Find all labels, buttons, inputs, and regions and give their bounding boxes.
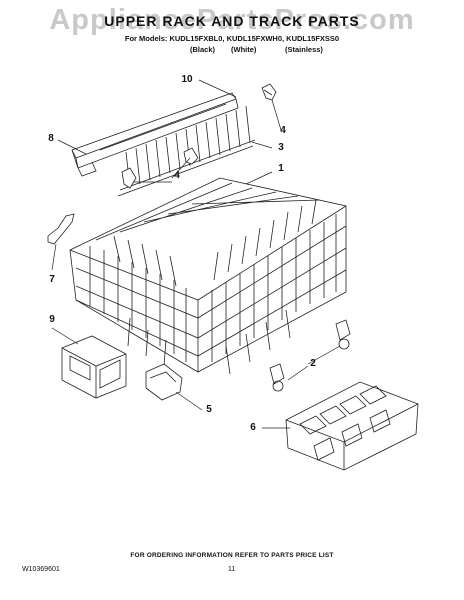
tine-clip-mid bbox=[183, 147, 199, 165]
adjuster-clip bbox=[145, 363, 183, 401]
document-number: W10369601 bbox=[22, 566, 60, 573]
upper-track-rail bbox=[71, 92, 239, 177]
page-number: 11 bbox=[228, 566, 236, 573]
dishrack-basket bbox=[69, 177, 347, 375]
tine-clip-left bbox=[121, 167, 137, 189]
tine-clip-upper bbox=[261, 83, 277, 101]
callout-2: 2 bbox=[310, 358, 316, 369]
callout-8: 8 bbox=[48, 133, 54, 144]
models-line: For Models: KUDL15FXBL0, KUDL15FXWH0, KU… bbox=[124, 34, 340, 43]
callout-5: 5 bbox=[206, 404, 212, 415]
callout-4-upper: 4 bbox=[280, 125, 286, 136]
callout-4-lower: 4 bbox=[174, 170, 180, 181]
rack-adjuster bbox=[61, 335, 127, 399]
finish-black: (Black) bbox=[190, 45, 216, 54]
rack-wheel-right bbox=[335, 319, 351, 350]
callout-9: 9 bbox=[49, 314, 55, 325]
callout-1: 1 bbox=[278, 163, 284, 174]
ordering-info-footer: FOR ORDERING INFORMATION REFER TO PARTS … bbox=[130, 552, 334, 559]
watermark-text: AppliancePartsPros.com bbox=[49, 4, 415, 36]
callout-7: 7 bbox=[49, 274, 55, 285]
rack-wheel-left bbox=[269, 363, 285, 392]
cup-shelf bbox=[285, 381, 419, 471]
callout-3: 3 bbox=[278, 142, 284, 153]
callout-6: 6 bbox=[250, 422, 256, 433]
callout-10: 10 bbox=[181, 74, 193, 85]
rack-bumper bbox=[47, 213, 75, 245]
page-title: UPPER RACK AND TRACK PARTS bbox=[104, 13, 360, 29]
finish-stainless: (Stainless) bbox=[285, 45, 323, 54]
finish-white: (White) bbox=[231, 45, 257, 54]
